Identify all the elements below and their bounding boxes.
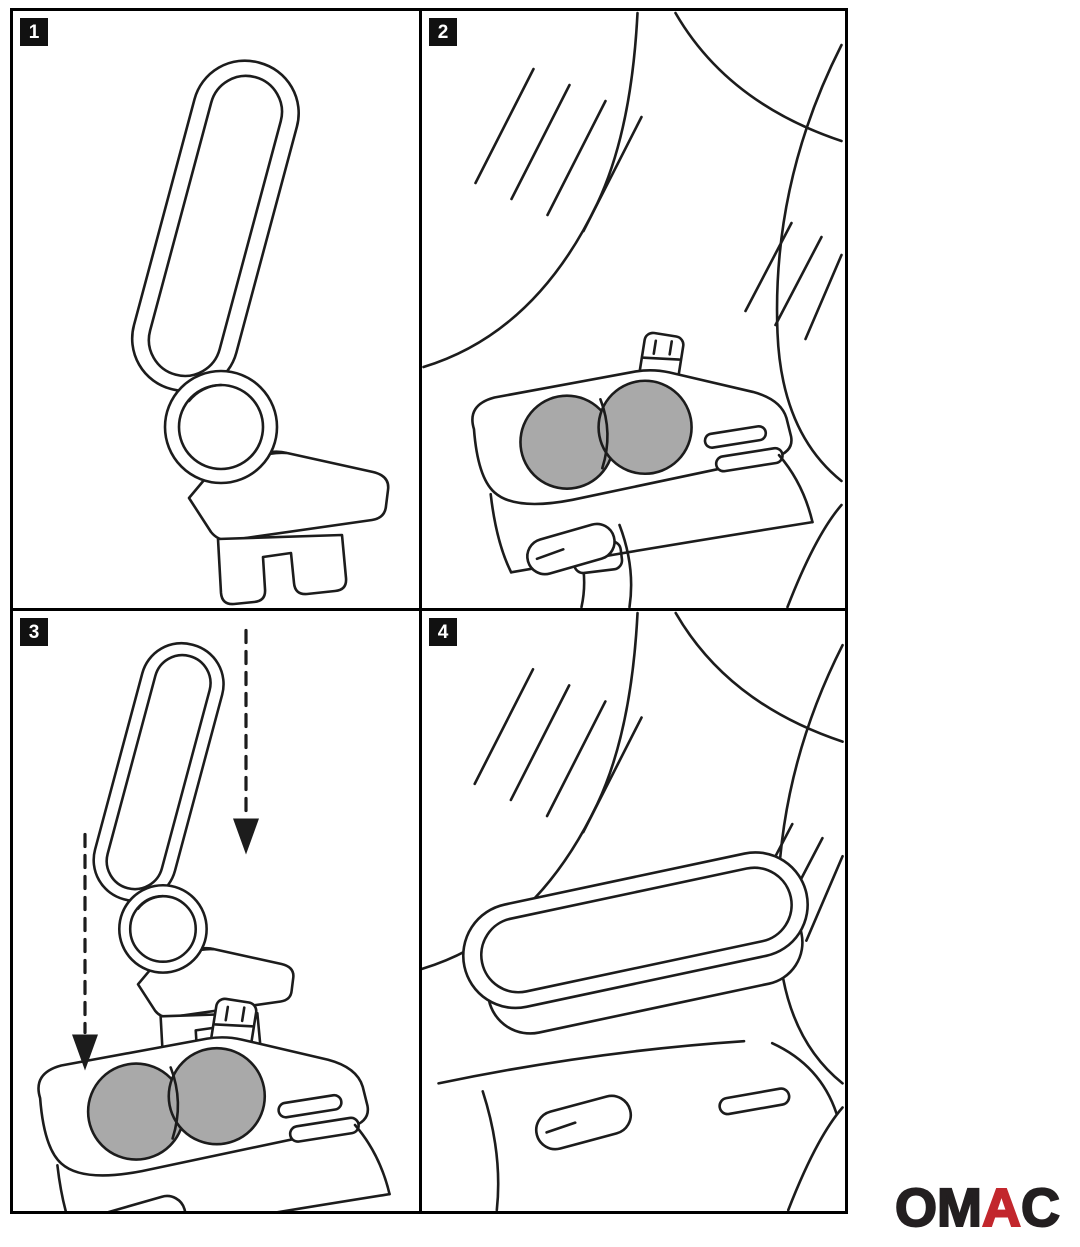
install-arrow-down-left-icon <box>72 832 98 1071</box>
installed-armrest-illustration <box>422 611 844 1211</box>
step-number-badge: 1 <box>20 18 48 46</box>
panel-grid: 1 2 <box>10 8 848 1214</box>
panel-step-1: 1 <box>13 11 422 611</box>
panel-step-3: 3 <box>13 611 422 1211</box>
omac-logo: OMAC <box>894 1177 1061 1239</box>
armrest-unit-illustration <box>119 47 390 606</box>
installation-arrows-illustration <box>37 628 391 1211</box>
step-number-badge: 4 <box>429 618 457 646</box>
step-number-badge: 2 <box>429 18 457 46</box>
step-number-badge: 3 <box>20 618 48 646</box>
logo-text-c: C <box>1020 1177 1061 1239</box>
logo-text-a: A <box>981 1177 1022 1239</box>
logo-text-om: OM <box>894 1177 983 1239</box>
install-arrow-down-right-icon <box>233 628 259 855</box>
panel-step-4: 4 <box>422 611 845 1211</box>
console-cupholders-illustration <box>422 11 843 608</box>
panel-step-2: 2 <box>422 11 845 611</box>
